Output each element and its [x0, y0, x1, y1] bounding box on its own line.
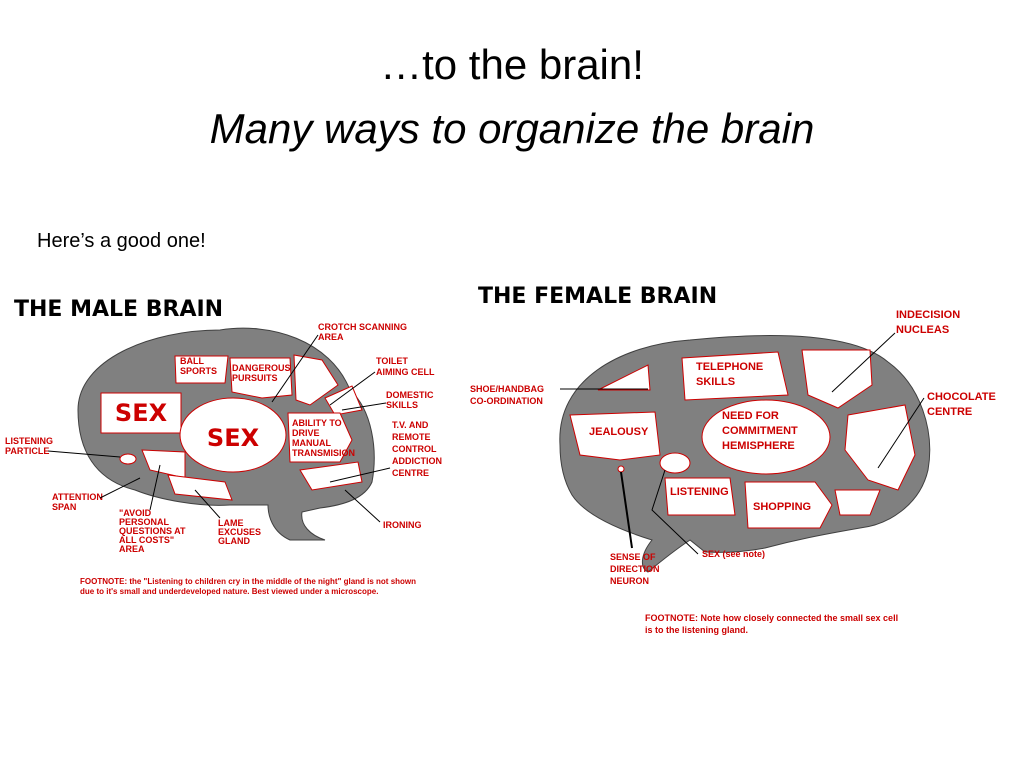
male-dangerous-region — [229, 357, 293, 399]
female-footnote: FOOTNOTE: Note how closely connected the… — [645, 613, 898, 635]
male-footnote: FOOTNOTE: the "Listening to children cry… — [80, 577, 416, 596]
male-domestic-pointer — [341, 402, 387, 411]
female-sex-note-label: SEX (see note) — [702, 549, 765, 559]
male-lame-pointer — [194, 489, 221, 519]
male-domestic-region — [324, 385, 363, 416]
female-commitment-region — [701, 399, 831, 475]
male-toilet-pointer — [329, 371, 376, 406]
female-sex-cell-region — [659, 452, 691, 474]
female-listening-region — [664, 477, 736, 516]
female-lower-right-region — [834, 489, 881, 516]
male-avoid-pointer — [149, 464, 161, 511]
male-crotch-pointer — [271, 334, 319, 403]
intro-text: Here’s a good one! — [37, 230, 206, 252]
male-sex-label-center: SEX — [207, 424, 260, 452]
female-chocolate-pointer — [877, 397, 925, 469]
female-direction-pointer — [620, 471, 633, 549]
female-shopping-region — [744, 481, 833, 529]
female-shoe-region — [597, 364, 651, 391]
male-brain-heading: THE MALE BRAIN — [14, 297, 223, 322]
male-tv-pointer — [329, 467, 391, 483]
female-brain-heading: THE FEMALE BRAIN — [478, 284, 717, 309]
male-attention-pointer — [99, 477, 141, 499]
male-listening-particle-region — [119, 453, 137, 465]
female-shopping-label: SHOPPING — [753, 501, 811, 513]
male-ball-sports-region — [174, 355, 229, 384]
male-listening-pointer — [47, 450, 121, 458]
female-sex-note-pointer — [651, 469, 699, 555]
female-indecision-pointer — [831, 332, 896, 393]
female-indecision-region — [801, 349, 873, 409]
male-ironing-label: IRONING — [383, 520, 422, 530]
male-ironing-pointer — [344, 489, 381, 523]
female-direction-neuron — [617, 465, 625, 473]
female-telephone-region — [681, 351, 789, 401]
female-jealousy-region — [569, 411, 661, 461]
male-sex-center-region — [179, 397, 287, 473]
female-listening-label: LISTENING — [670, 486, 729, 498]
male-sex-box — [100, 392, 182, 434]
slide-title: …to the brain! — [380, 41, 644, 88]
male-sex-label-left: SEX — [115, 399, 168, 427]
male-tv-region — [299, 461, 363, 491]
female-chocolate-region — [844, 404, 916, 491]
male-ability-region — [287, 412, 353, 463]
slide-subtitle-title: Many ways to organize the brain — [209, 105, 815, 152]
female-jealousy-label: JEALOUSY — [589, 426, 649, 438]
male-crotch-region — [293, 354, 339, 406]
male-lower-region-b — [167, 474, 233, 501]
